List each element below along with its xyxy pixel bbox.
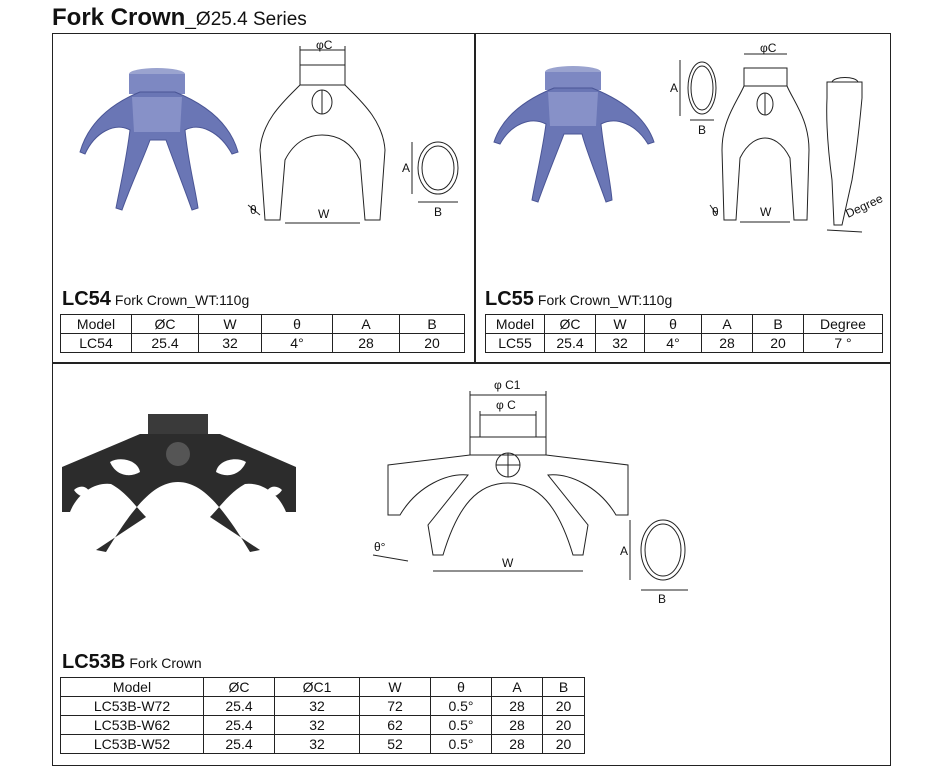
table-cell: 25.4 bbox=[203, 696, 275, 716]
lc54-dim-theta-label: θ bbox=[250, 203, 257, 217]
lc53b-dim-theta-label: θ° bbox=[374, 540, 386, 554]
lc53b-technical-drawing: φ C1 φ C W θ° A B bbox=[372, 378, 688, 606]
lc55-technical-drawing: A B φC W θ Degree bbox=[670, 41, 885, 233]
table-header: θ bbox=[261, 314, 333, 334]
table-cell: 62 bbox=[359, 715, 431, 735]
table-row: LC55 25.4 32 4° 28 20 7 ° bbox=[485, 333, 883, 353]
lc53b-product-photo bbox=[62, 414, 296, 552]
table-header-row: Model ØC W θ A B Degree bbox=[485, 314, 883, 334]
table-cell: 32 bbox=[595, 333, 645, 353]
lc53b-dim-c1-label: φ C1 bbox=[494, 378, 521, 392]
lc55-dim-c-label: φC bbox=[760, 41, 777, 55]
table-cell: 25.4 bbox=[131, 333, 199, 353]
table-header: A bbox=[701, 314, 753, 334]
lc55-product-photo bbox=[493, 66, 655, 203]
table-cell: 52 bbox=[359, 734, 431, 754]
table-row: LC54 25.4 32 4° 28 20 bbox=[60, 333, 465, 353]
table-header: B bbox=[752, 314, 804, 334]
lc54-dim-w-label: W bbox=[318, 207, 330, 221]
lc55-spec-table: Model ØC W θ A B Degree LC55 25.4 32 4° … bbox=[485, 314, 883, 353]
table-header: A bbox=[332, 314, 400, 334]
table-header: Model bbox=[485, 314, 545, 334]
table-cell: 20 bbox=[399, 333, 465, 353]
lc54-dim-b-label: B bbox=[434, 205, 442, 219]
table-cell: 4° bbox=[644, 333, 702, 353]
lc54-spec-table: Model ØC W θ A B LC54 25.4 32 4° 28 20 bbox=[60, 314, 465, 353]
table-cell: LC53B-W52 bbox=[60, 734, 204, 754]
table-row: LC53B-W62 25.4 32 62 0.5° 28 20 bbox=[60, 715, 585, 735]
horizontal-divider bbox=[52, 362, 891, 364]
table-cell: 28 bbox=[332, 333, 400, 353]
table-cell: 20 bbox=[542, 696, 585, 716]
lc53b-spec-table: Model ØC ØC1 W θ A B LC53B-W72 25.4 32 7… bbox=[60, 677, 585, 754]
table-cell: 28 bbox=[491, 734, 543, 754]
table-cell: 20 bbox=[542, 715, 585, 735]
table-cell: 0.5° bbox=[430, 715, 492, 735]
lc53b-dim-w-label: W bbox=[502, 556, 514, 570]
table-cell: 28 bbox=[491, 715, 543, 735]
lc55-dim-degree-label: Degree bbox=[843, 191, 885, 220]
lc53b-dim-c-label: φ C bbox=[496, 398, 516, 412]
table-header: Model bbox=[60, 314, 132, 334]
lc55-dim-theta-label: θ bbox=[712, 205, 719, 219]
table-header: ØC bbox=[131, 314, 199, 334]
table-header-row: Model ØC ØC1 W θ A B bbox=[60, 677, 585, 697]
table-header: W bbox=[198, 314, 262, 334]
lc53b-dim-b-label: B bbox=[658, 592, 666, 606]
table-header: θ bbox=[430, 677, 492, 697]
table-row: LC53B-W52 25.4 32 52 0.5° 28 20 bbox=[60, 734, 585, 754]
page-title: Fork Crown_Ø25.4 Series bbox=[52, 4, 307, 31]
table-header: ØC bbox=[203, 677, 275, 697]
lc54-dim-a-label: A bbox=[402, 161, 410, 175]
table-cell: 72 bbox=[359, 696, 431, 716]
table-cell: 28 bbox=[701, 333, 753, 353]
lc55-dim-a-label: A bbox=[670, 81, 678, 95]
table-cell: 7 ° bbox=[803, 333, 883, 353]
table-cell: 0.5° bbox=[430, 734, 492, 754]
table-cell: 32 bbox=[198, 333, 262, 353]
table-header: ØC bbox=[544, 314, 596, 334]
table-cell: LC55 bbox=[485, 333, 545, 353]
table-header: θ bbox=[644, 314, 702, 334]
table-header: B bbox=[542, 677, 585, 697]
table-header: W bbox=[359, 677, 431, 697]
table-cell: 25.4 bbox=[203, 715, 275, 735]
table-cell: 32 bbox=[274, 696, 360, 716]
table-cell: 32 bbox=[274, 715, 360, 735]
lc54-technical-drawing: φC W θ A B bbox=[247, 38, 459, 224]
table-header: B bbox=[399, 314, 465, 334]
table-cell: 32 bbox=[274, 734, 360, 754]
table-header: W bbox=[595, 314, 645, 334]
table-cell: 28 bbox=[491, 696, 543, 716]
table-cell: LC53B-W72 bbox=[60, 696, 204, 716]
lc53b-dim-a-label: A bbox=[620, 544, 628, 558]
table-header: A bbox=[491, 677, 543, 697]
catalog-frame bbox=[52, 33, 891, 766]
table-cell: 25.4 bbox=[203, 734, 275, 754]
table-cell: 20 bbox=[752, 333, 804, 353]
table-cell: 4° bbox=[261, 333, 333, 353]
table-cell: 25.4 bbox=[544, 333, 596, 353]
lc54-dim-c-label: φC bbox=[316, 38, 333, 52]
table-header: Degree bbox=[803, 314, 883, 334]
vertical-divider bbox=[474, 33, 476, 363]
lc54-product-photo bbox=[79, 68, 239, 211]
table-cell: 20 bbox=[542, 734, 585, 754]
table-header-row: Model ØC W θ A B bbox=[60, 314, 465, 334]
table-header: Model bbox=[60, 677, 204, 697]
lc55-dim-w-label: W bbox=[760, 205, 772, 219]
lc55-dim-b-label: B bbox=[698, 123, 706, 137]
table-cell: 0.5° bbox=[430, 696, 492, 716]
table-header: ØC1 bbox=[274, 677, 360, 697]
table-cell: LC54 bbox=[60, 333, 132, 353]
table-row: LC53B-W72 25.4 32 72 0.5° 28 20 bbox=[60, 696, 585, 716]
table-cell: LC53B-W62 bbox=[60, 715, 204, 735]
